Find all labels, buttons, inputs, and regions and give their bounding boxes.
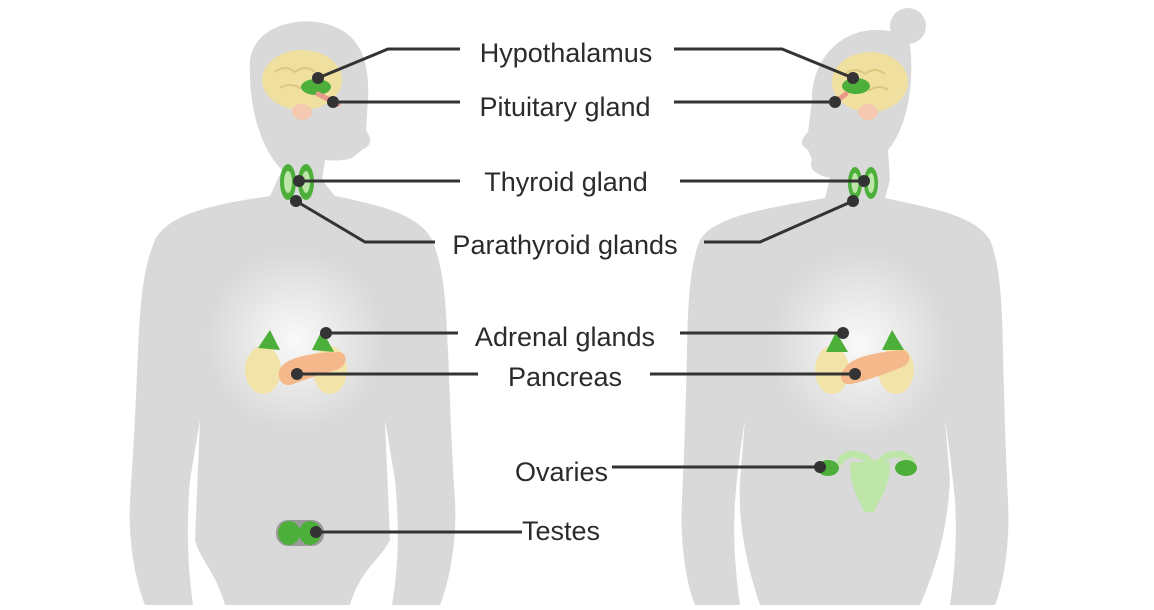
label-thyroid-gland: Thyroid gland — [484, 167, 648, 197]
dot-male-pituitary — [327, 96, 339, 108]
dot-female-pancreas — [849, 368, 861, 380]
label-testes: Testes — [522, 516, 601, 546]
dot-male-thyroid — [293, 175, 305, 187]
dot-female-thyroid — [858, 175, 870, 187]
label-parathyroid-glands: Parathyroid glands — [452, 230, 678, 260]
female-thyroid — [848, 167, 878, 199]
label-ovaries: Ovaries — [515, 457, 609, 487]
dot-female-ovaries — [814, 461, 826, 473]
label-pancreas: Pancreas — [507, 362, 623, 392]
dot-male-pancreas — [291, 368, 303, 380]
leader-lines — [295, 47, 864, 534]
dot-male-hypothalamus — [312, 72, 324, 84]
dot-female-parathyroid — [847, 195, 859, 207]
leader-dots — [290, 72, 870, 538]
female-brain — [829, 52, 908, 120]
label-pituitary-gland: Pituitary gland — [479, 92, 651, 122]
label-adrenal-glands: Adrenal glands — [474, 322, 656, 352]
dot-male-parathyroid — [290, 195, 302, 207]
female-uterus-ovaries — [817, 450, 917, 512]
dot-male-testes — [310, 526, 322, 538]
dot-female-adrenal — [837, 327, 849, 339]
label-hypothalamus: Hypothalamus — [479, 38, 653, 68]
dot-female-hypothalamus — [847, 72, 859, 84]
male-hypothalamus-shape — [301, 79, 331, 95]
female-torso-highlight — [770, 250, 950, 440]
male-torso-highlight — [205, 250, 385, 430]
female-abdominal-organs — [815, 330, 914, 394]
dot-female-pituitary — [829, 96, 841, 108]
dot-male-adrenal — [320, 327, 332, 339]
